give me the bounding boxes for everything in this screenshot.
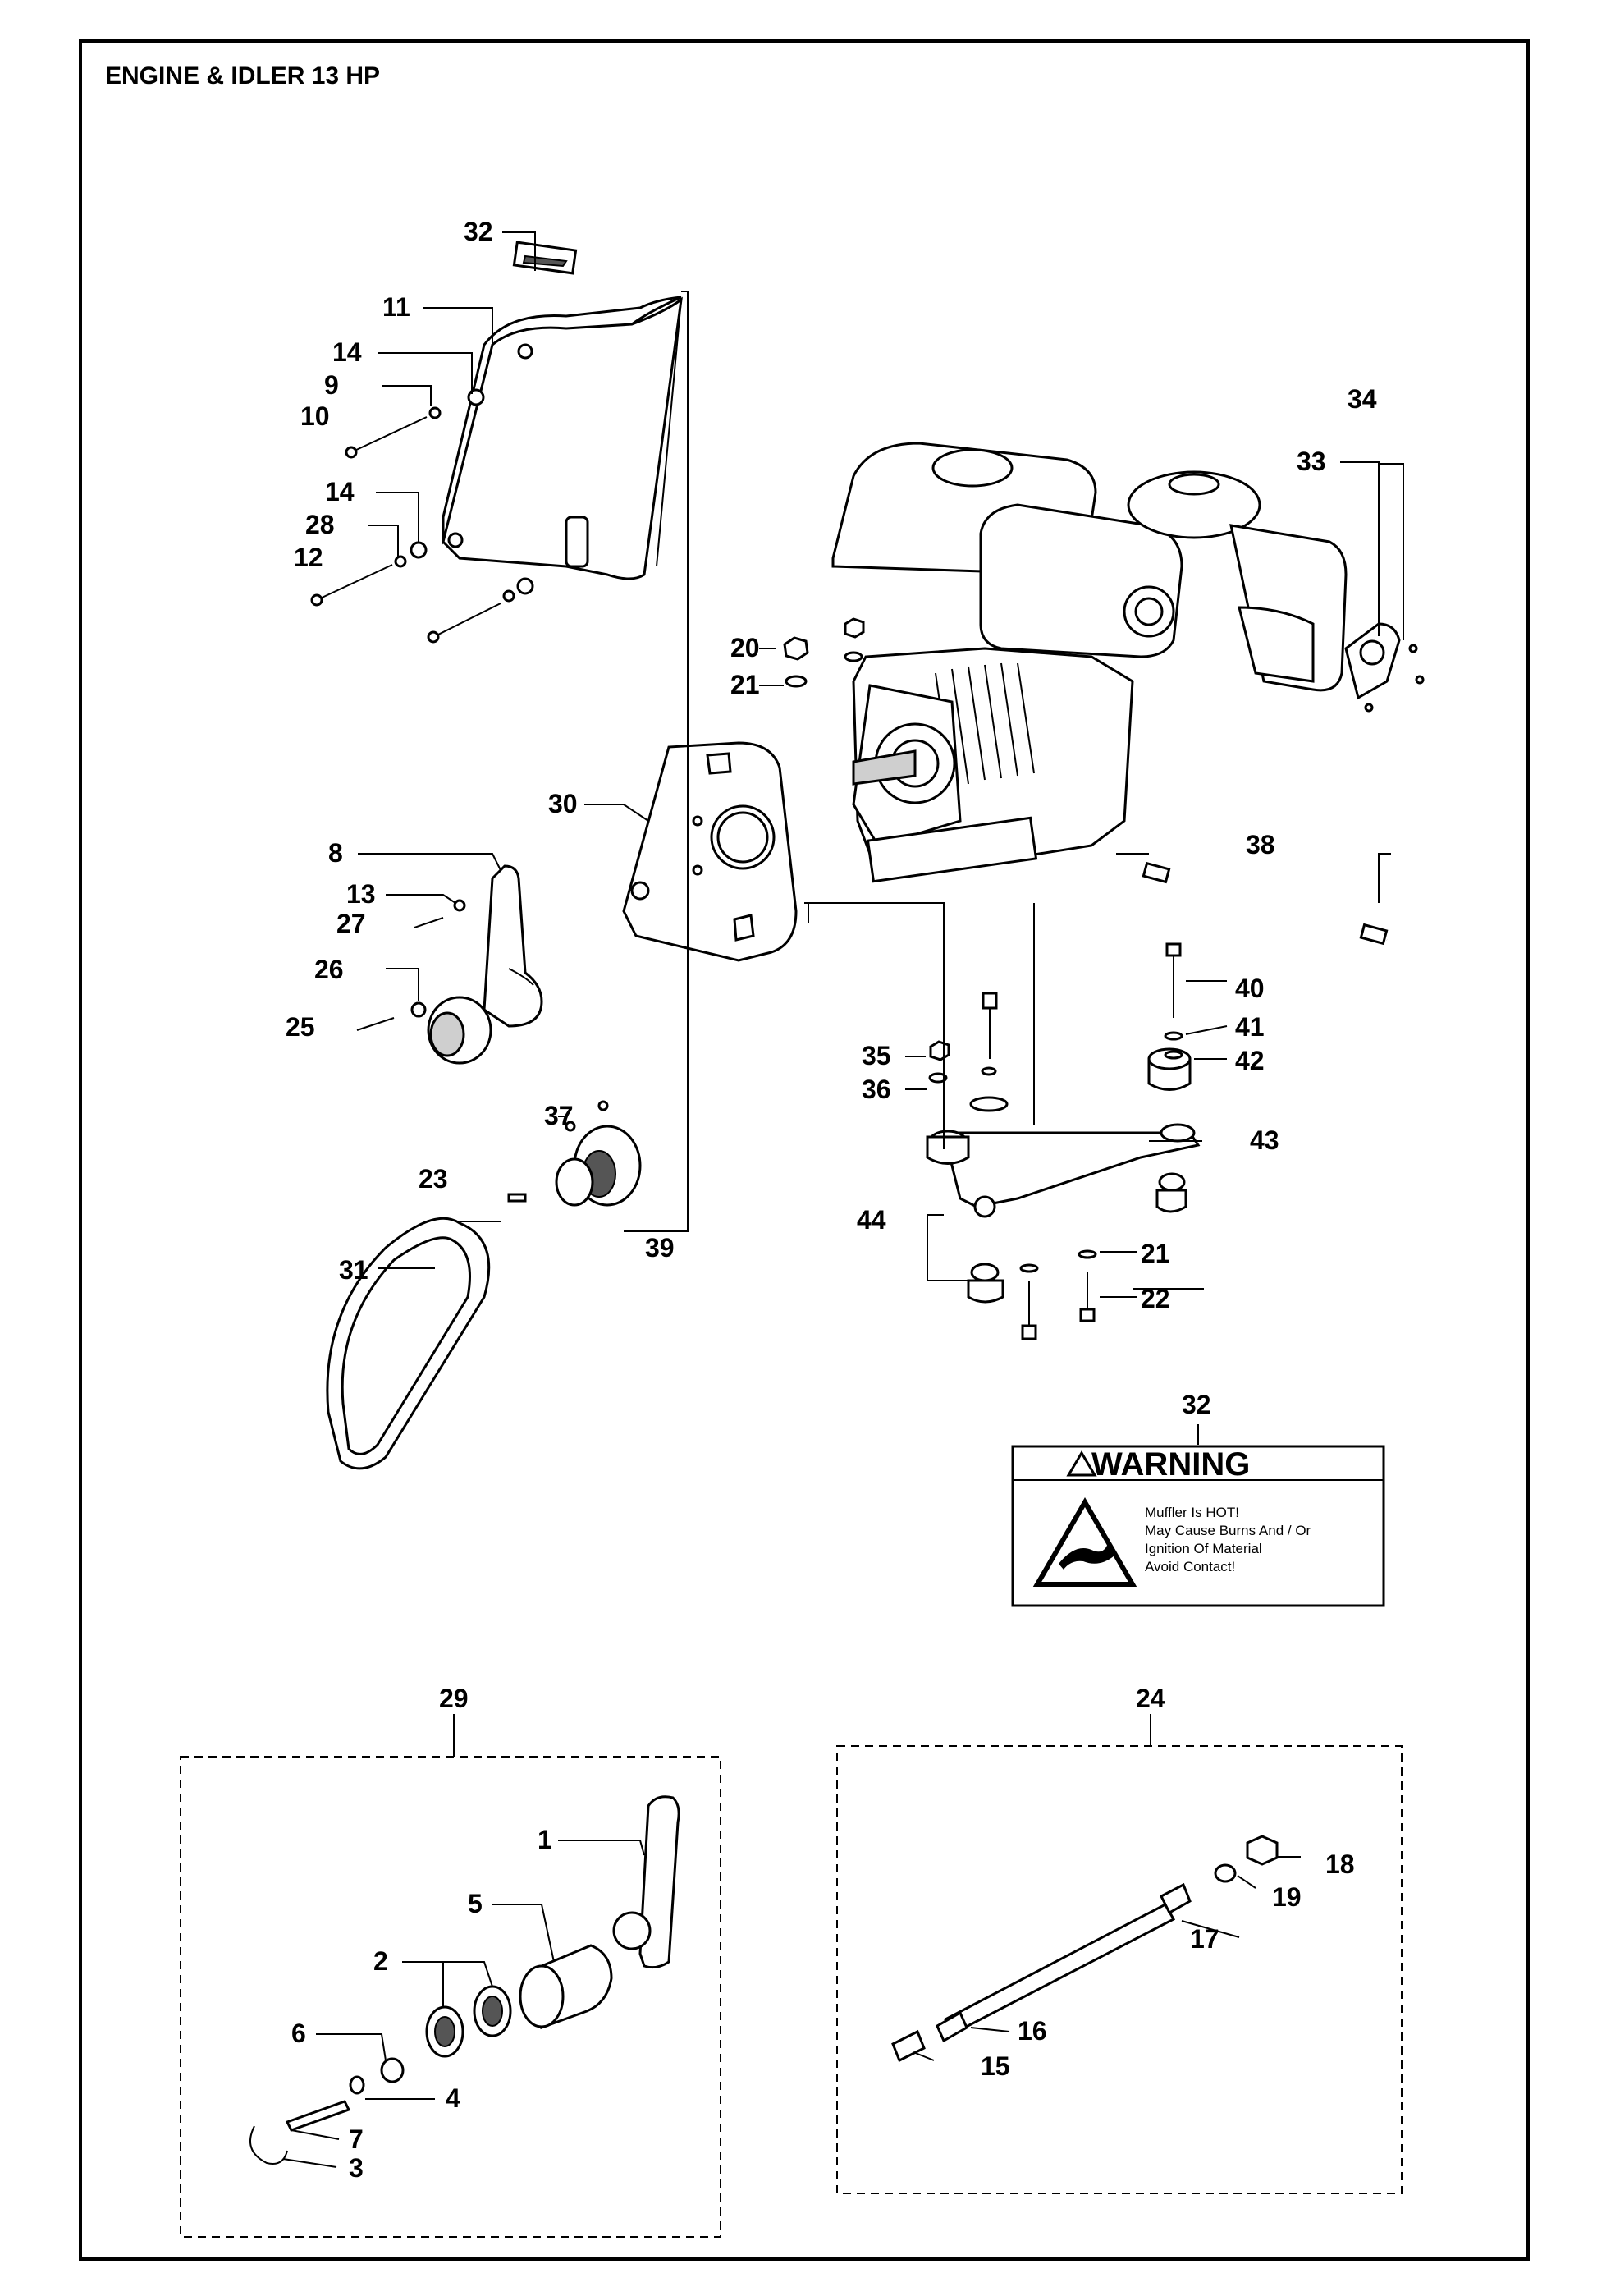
fuel-line-kit-group (836, 1714, 1403, 2194)
label-15: 15 (981, 2051, 1010, 2081)
label-14-upper: 14 (332, 337, 362, 367)
label-17: 17 (1190, 1924, 1219, 1954)
label-32-decal: 32 (464, 217, 493, 246)
label-31: 31 (339, 1255, 368, 1285)
bracket (1344, 622, 1425, 713)
label-43: 43 (1250, 1125, 1279, 1155)
label-37: 37 (544, 1101, 574, 1130)
label-34: 34 (1348, 384, 1377, 414)
label-35: 35 (862, 1041, 891, 1070)
warning-line-2: May Cause Burns And / Or (1145, 1523, 1311, 1538)
label-24: 24 (1136, 1684, 1165, 1713)
label-9: 9 (324, 370, 339, 400)
mounting-plate (622, 741, 798, 962)
label-5: 5 (468, 1889, 483, 1918)
label-33: 33 (1297, 447, 1326, 476)
label-6: 6 (291, 2019, 306, 2048)
cover-bolts (310, 388, 534, 644)
label-41: 41 (1235, 1012, 1265, 1042)
label-27: 27 (336, 909, 366, 938)
engine (831, 442, 1348, 883)
label-21-upper: 21 (730, 670, 760, 699)
label-19: 19 (1272, 1882, 1302, 1912)
label-14-lower: 14 (325, 477, 355, 506)
warning-triangle-icon (1066, 1450, 1097, 1477)
label-4: 4 (446, 2083, 460, 2113)
label-3: 3 (349, 2153, 364, 2183)
diagram-title: ENGINE & IDLER 13 HP (105, 62, 381, 89)
warning-line-3: Ignition Of Material (1145, 1541, 1262, 1556)
label-8: 8 (328, 838, 343, 868)
engine-nuts (783, 617, 865, 688)
engine-pulley (507, 1100, 642, 1207)
label-20: 20 (730, 633, 760, 662)
label-39: 39 (645, 1233, 675, 1263)
label-11: 11 (382, 292, 410, 322)
part-labels: 32 11 14 9 10 14 28 12 34 33 20 21 30 38… (286, 217, 1377, 2183)
label-22: 22 (1141, 1284, 1170, 1313)
label-42: 42 (1235, 1046, 1265, 1075)
diagram-frame (79, 39, 1530, 2261)
label-10: 10 (300, 401, 330, 431)
idler-arm (356, 864, 543, 1065)
belt-cover (442, 241, 683, 580)
label-2: 2 (373, 1946, 388, 1976)
label-21-lower: 21 (1141, 1239, 1170, 1268)
label-30: 30 (548, 789, 578, 818)
label-29: 29 (439, 1684, 469, 1713)
label-1: 1 (538, 1825, 552, 1854)
label-32-warning: 32 (1182, 1390, 1211, 1419)
label-28: 28 (305, 510, 335, 539)
label-16: 16 (1018, 2016, 1047, 2046)
label-44: 44 (857, 1205, 886, 1235)
label-13: 13 (346, 879, 376, 909)
label-23: 23 (419, 1164, 448, 1194)
label-12: 12 (294, 543, 323, 572)
idler-kit-group (180, 1714, 721, 2238)
drive-belt (326, 1217, 491, 1470)
label-38: 38 (1246, 830, 1275, 859)
label-26: 26 (314, 955, 344, 984)
label-18: 18 (1325, 1849, 1355, 1879)
leader-lines (358, 231, 1404, 1298)
warning-line-4: Avoid Contact! (1145, 1559, 1235, 1574)
label-7: 7 (349, 2124, 364, 2154)
warning-line-1: Muffler Is HOT! (1145, 1505, 1239, 1520)
label-40: 40 (1235, 974, 1265, 1003)
label-25: 25 (286, 1012, 315, 1042)
fuel-line (1142, 861, 1389, 946)
warning-heading: WARNING (1091, 1446, 1250, 1483)
warning-decal: WARNING Muffler Is HOT! May Cause Burns … (1011, 1424, 1385, 1607)
label-36: 36 (862, 1075, 891, 1104)
